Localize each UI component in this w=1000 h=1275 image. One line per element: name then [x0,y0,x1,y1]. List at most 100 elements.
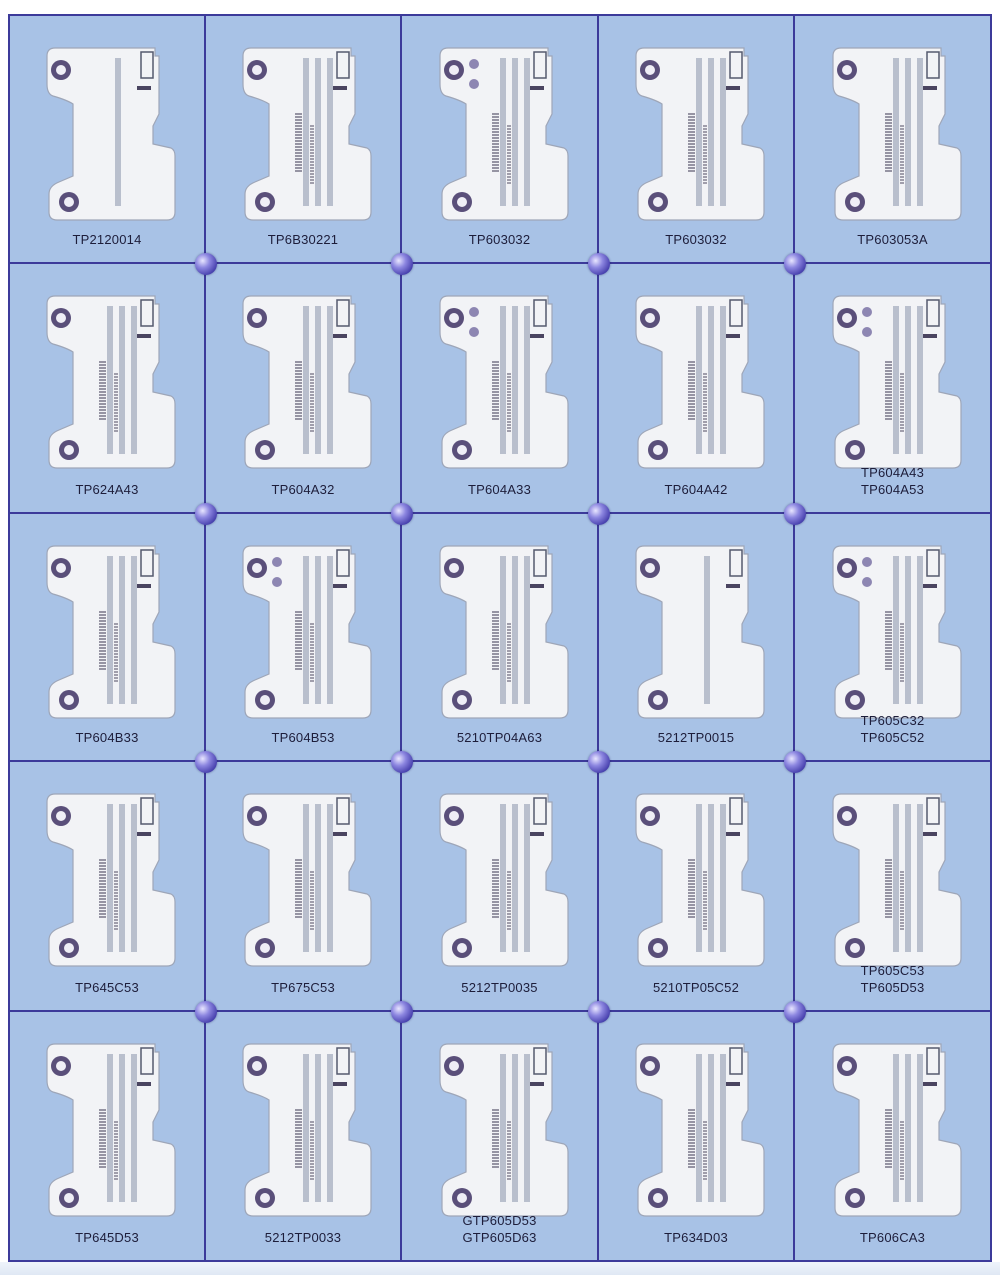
grid-knob-icon [391,751,413,773]
catalog-cell: 5210TP04A63 [402,514,599,762]
throat-plate-icon [635,545,765,719]
plate-illustration [626,44,766,224]
plate-illustration [626,292,766,472]
part-number-label: TP645C53 [10,979,204,996]
throat-plate-icon [242,295,372,469]
part-number-label: TP624A43 [10,481,204,498]
part-number-text: 5210TP04A63 [456,730,543,745]
part-number-text: TP645C53 [75,980,139,995]
part-number-text: TP605C53 [860,963,925,978]
throat-plate-icon [438,47,569,221]
grid-knob-icon [391,253,413,275]
catalog-cell: TP645D53 [10,1012,206,1260]
plate-illustration [823,292,963,472]
part-number-label: TP603053A [795,231,990,248]
catalog-cell: TP604A42 [599,264,795,514]
grid-knob-icon [588,253,610,275]
catalog-cell: TP624A43 [10,264,206,514]
catalog-cell: 5212TP0035 [402,762,599,1012]
part-number-text: TP645D53 [75,1230,139,1245]
plate-illustration [37,790,177,970]
catalog-cell: TP603032 [599,16,795,264]
grid-knob-icon [195,253,217,275]
part-number-label: TP675C53 [206,979,400,996]
throat-plate-icon [46,295,176,469]
plate-illustration [430,292,570,472]
part-number-label: TP604A42 [599,481,793,498]
part-number-text: TP604A53 [860,482,925,497]
grid-knob-icon [195,751,217,773]
plate-illustration [823,44,963,224]
part-number-text: 5212TP0015 [657,730,735,745]
part-number-text: TP604A43 [860,465,925,480]
part-number-text: TP605C32 [860,713,925,728]
plate-illustration [233,292,373,472]
part-number-label: 5210TP05C52 [599,979,793,996]
grid-knob-icon [588,1001,610,1023]
grid-knob-icon [784,503,806,525]
plate-illustration [430,44,570,224]
throat-plate-icon [831,545,962,719]
part-number-label: TP603032 [599,231,793,248]
grid-knob-icon [784,1001,806,1023]
part-number-label: TP645D53 [10,1229,204,1246]
throat-plate-icon [438,1043,569,1217]
grid-knob-icon [588,751,610,773]
part-number-text: TP604B53 [271,730,335,745]
plate-illustration [37,44,177,224]
throat-plate-icon [831,47,962,221]
catalog-cell: TP2120014 [10,16,206,264]
plate-illustration [37,1040,177,1220]
throat-plate-icon [46,545,176,719]
part-number-text: 5212TP0035 [461,980,538,995]
part-number-text: TP2120014 [72,232,142,247]
part-number-text: TP634D03 [664,1230,728,1245]
part-number-text: TP604B33 [75,730,139,745]
catalog-cell: TP604A33 [402,264,599,514]
catalog-cell: TP603053A [795,16,990,264]
plate-illustration [823,1040,963,1220]
part-number-text: TP6B30221 [267,232,339,247]
part-number-text: GTP605D63 [462,1230,537,1245]
plate-illustration [430,790,570,970]
catalog-cell: TP604B33 [10,514,206,762]
catalog-cell: TP604B53 [206,514,402,762]
part-number-text: TP603032 [468,232,531,247]
part-number-text: TP606CA3 [859,1230,926,1245]
part-number-label: TP604B33 [10,729,204,746]
part-number-text: TP604A32 [271,482,335,497]
throat-plate-icon [635,1043,765,1217]
part-number-label: TP606CA3 [795,1229,990,1246]
catalog-grid: TP2120014 TP6B30221 TP603032 TP603032 TP6030… [8,14,992,1262]
part-number-text: TP605C52 [860,730,925,745]
grid-knob-icon [588,503,610,525]
part-number-label: TP604B53 [206,729,400,746]
grid-knob-icon [391,503,413,525]
part-number-label: 5212TP0035 [402,979,597,996]
part-number-text: TP605D53 [860,980,925,995]
plate-illustration [626,790,766,970]
plate-illustration [37,292,177,472]
throat-plate-icon [635,47,765,221]
throat-plate-icon [438,793,569,967]
part-number-text: TP604A33 [467,482,532,497]
throat-plate-icon [242,793,372,967]
throat-plate-icon [46,1043,176,1217]
throat-plate-icon [831,295,962,469]
part-number-label: TP603032 [402,231,597,248]
part-number-text: 5210TP05C52 [652,980,740,995]
throat-plate-icon [831,1043,962,1217]
catalog-cell: TP634D03 [599,1012,795,1260]
plate-illustration [233,44,373,224]
part-number-text: TP603053A [857,232,928,247]
part-number-text: TP603032 [665,232,727,247]
part-number-label: 5212TP0033 [206,1229,400,1246]
part-number-label: TP2120014 [10,231,204,248]
catalog-cell: TP645C53 [10,762,206,1012]
catalog-cell: TP604A32 [206,264,402,514]
catalog-cell: 5210TP05C52 [599,762,795,1012]
plate-illustration [233,542,373,722]
